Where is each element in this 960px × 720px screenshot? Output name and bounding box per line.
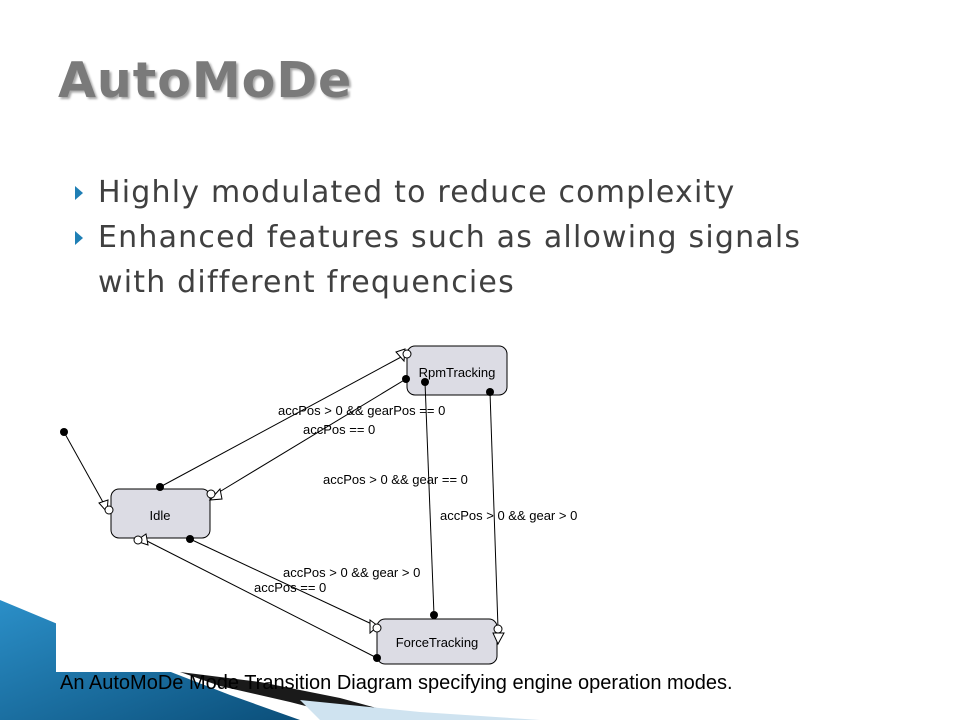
bullet-list: Highly modulated to reduce complexity En… — [75, 170, 870, 305]
state-label-rpmtracking: RpmTracking — [419, 365, 496, 380]
transition-label-idle-to-force: accPos > 0 && gear > 0 — [283, 565, 420, 580]
state-idle: Idle — [110, 488, 211, 539]
transition-line-rpm-to-force — [424, 381, 435, 616]
transition-label-idle-to-rpm: accPos > 0 && gearPos == 0 — [278, 403, 445, 418]
port-icon — [104, 505, 114, 515]
state-label-forcetracking: ForceTracking — [396, 635, 479, 650]
blue-wedge — [0, 600, 300, 720]
port-icon — [206, 489, 216, 499]
transition-label-force-to-rpm: accPos > 0 && gear > 0 — [440, 508, 577, 523]
bullet-arrow-icon — [75, 231, 83, 245]
bullet-text: Highly modulated to reduce complexity — [98, 175, 736, 210]
port-icon — [133, 535, 143, 545]
source-dot — [373, 654, 381, 662]
initial-transition-line — [63, 431, 105, 505]
source-dot — [402, 375, 410, 383]
source-dot — [186, 535, 194, 543]
figure-caption: An AutoMoDe Mode Transition Diagram spec… — [60, 672, 733, 694]
port-icon — [493, 624, 503, 634]
light-swoosh — [300, 700, 540, 720]
initial-state-dot — [60, 428, 68, 436]
transition-line-force-to-idle — [144, 539, 378, 659]
transition-line-rpm-to-idle — [215, 378, 407, 495]
bullet-item: Highly modulated to reduce complexity — [75, 170, 870, 215]
bullet-arrow-icon — [75, 186, 83, 200]
transition-line-idle-to-force — [189, 538, 377, 627]
transition-label-rpm-to-force: accPos > 0 && gear == 0 — [323, 472, 468, 487]
port-icon — [402, 349, 412, 359]
state-rpmtracking: RpmTracking — [406, 345, 508, 396]
source-dot — [430, 611, 438, 619]
transition-source-dots — [60, 375, 494, 662]
bullet-item: Enhanced features such as allowing signa… — [75, 215, 870, 305]
source-dot — [421, 378, 429, 386]
state-label-idle: Idle — [150, 508, 171, 523]
source-dot — [156, 483, 164, 491]
slide-title: AutoMoDe — [58, 52, 353, 109]
state-forcetracking: ForceTracking — [376, 618, 498, 665]
transition-line-force-to-rpm — [489, 391, 499, 629]
source-dot — [486, 388, 494, 396]
transition-label-rpm-to-idle: accPos == 0 — [303, 422, 375, 437]
port-icon — [372, 623, 382, 633]
transition-line-idle-to-rpm — [159, 355, 404, 488]
bullet-text: Enhanced features such as allowing signa… — [98, 220, 802, 300]
transition-label-force-to-idle: accPos == 0 — [254, 580, 326, 595]
